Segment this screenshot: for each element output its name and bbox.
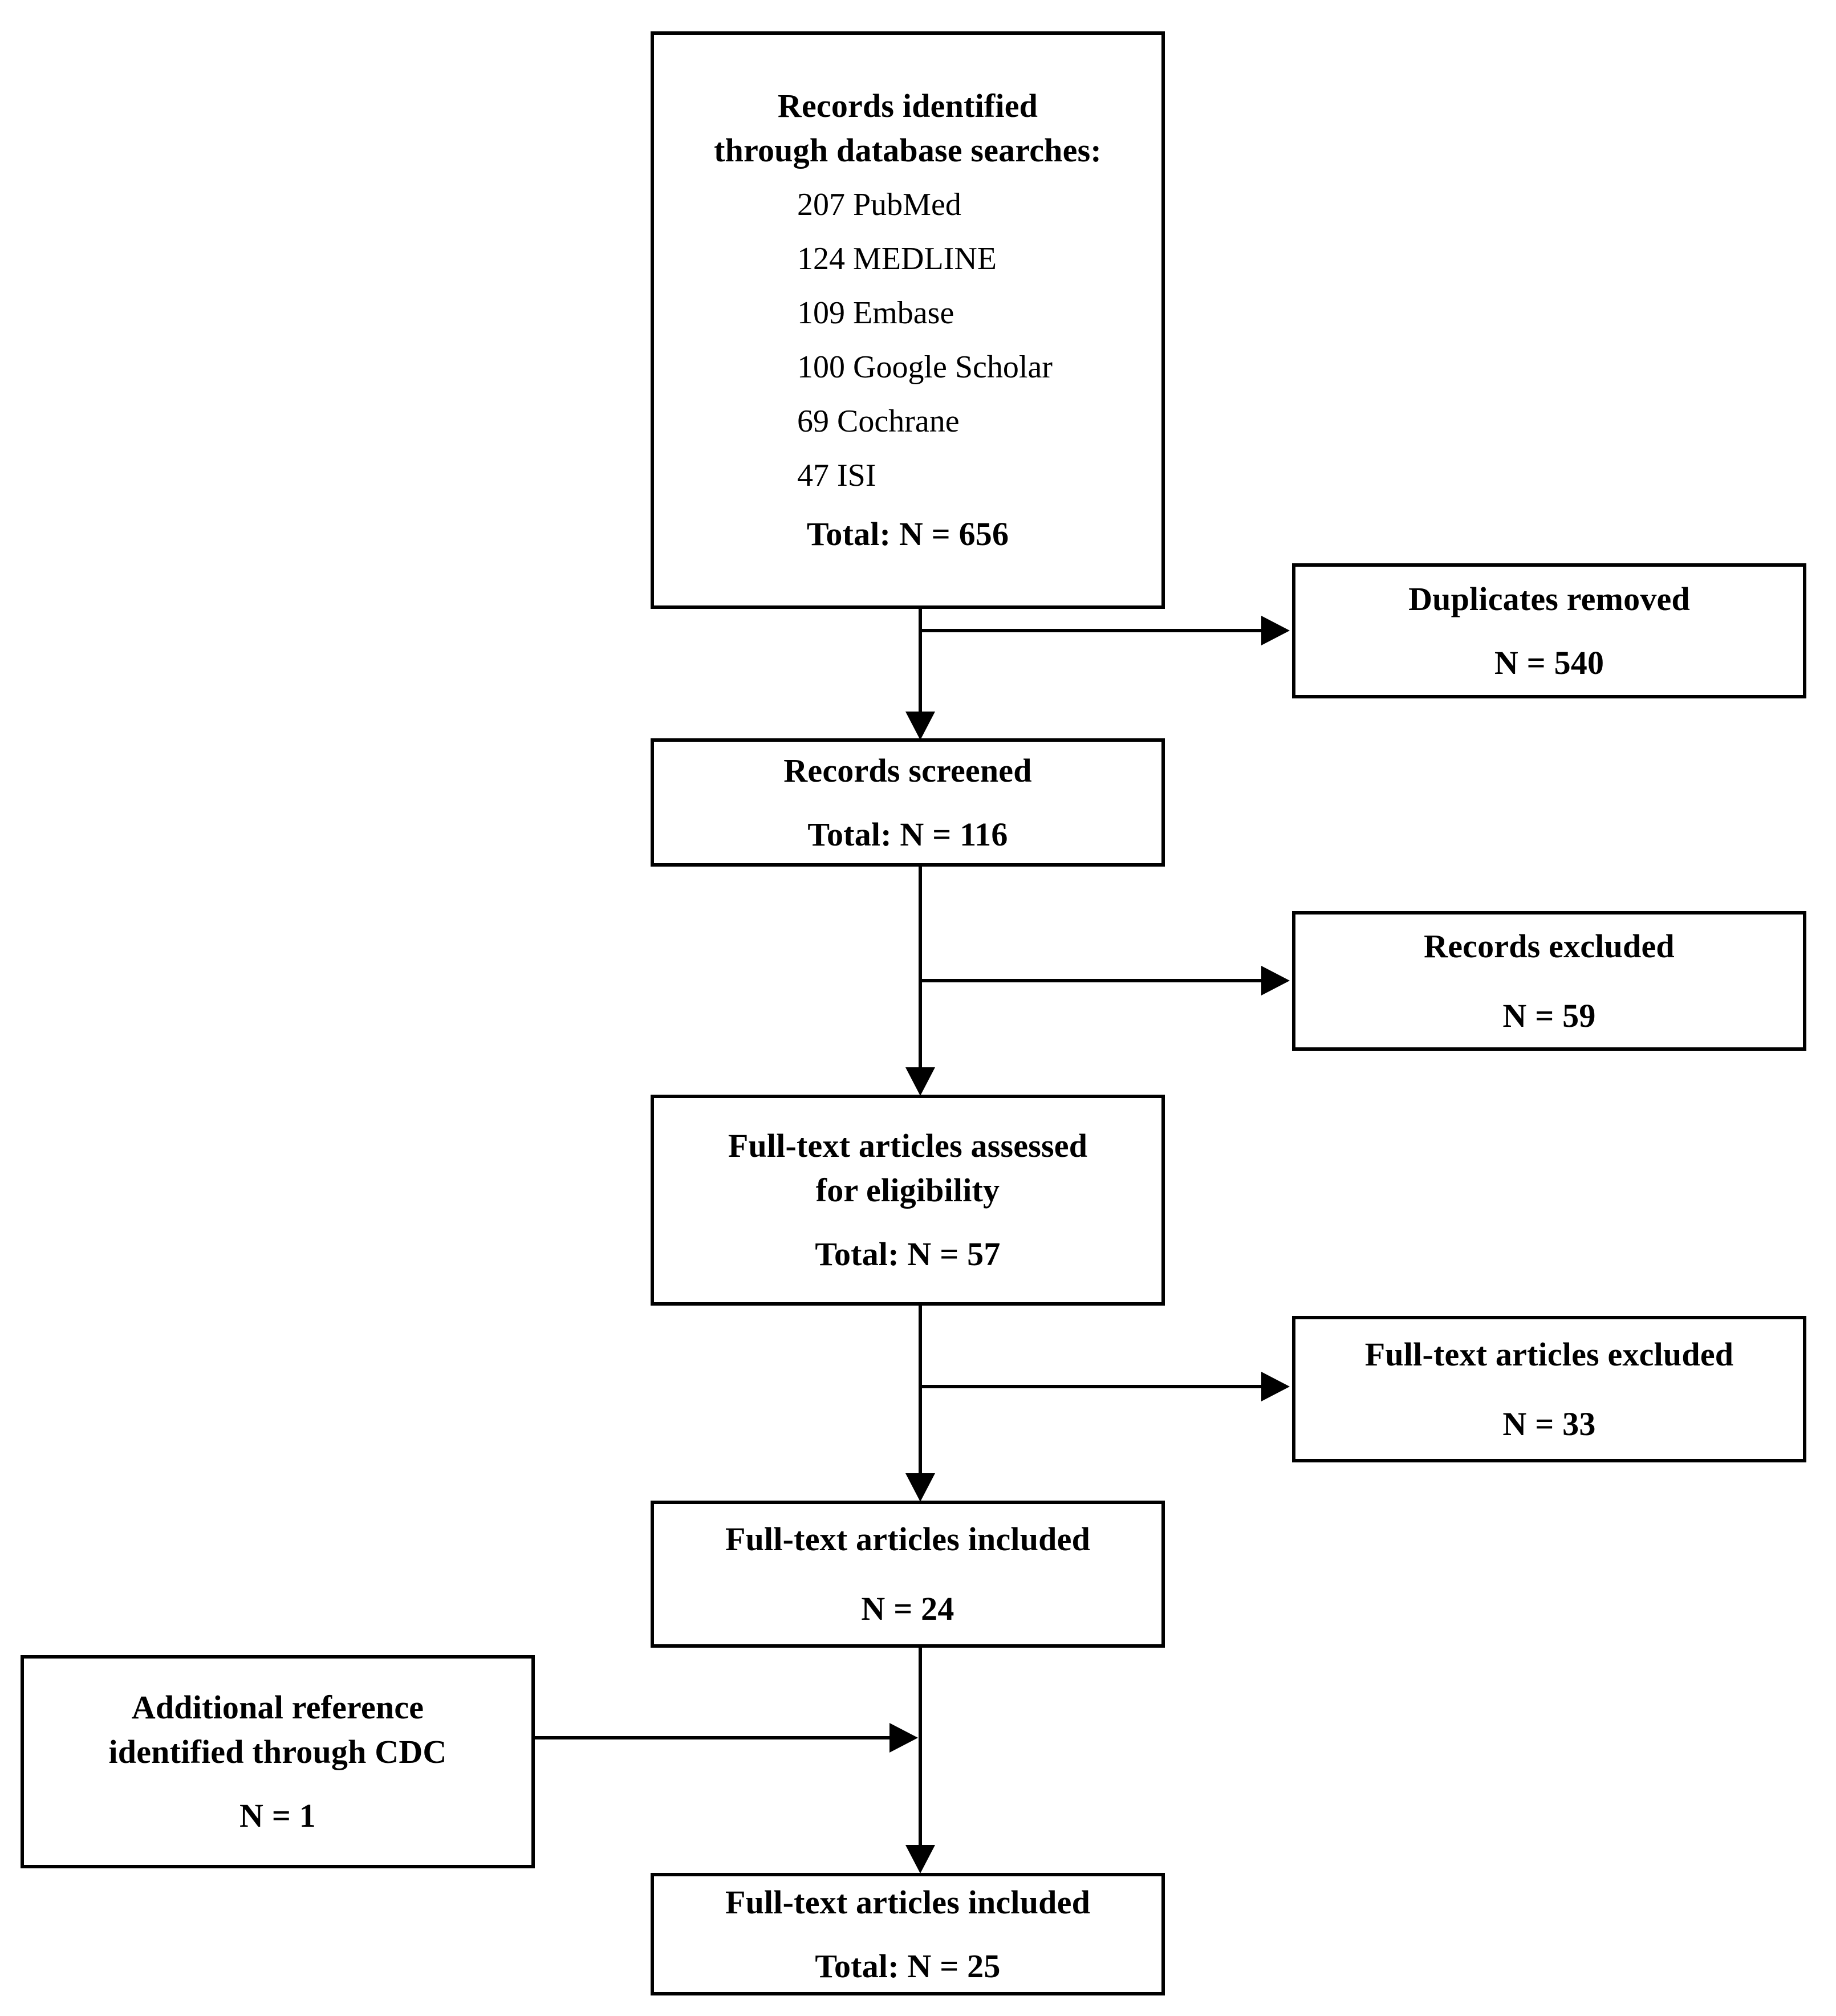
arrowhead-to-records-excluded xyxy=(1261,966,1290,995)
records-screened-total: Total: N = 116 xyxy=(807,815,1008,853)
arrowhead-to-fulltext-included-final xyxy=(905,1845,935,1873)
connector-assessed-trunk xyxy=(919,1306,922,1474)
fulltext-excluded-count: N = 33 xyxy=(1502,1405,1596,1442)
fulltext-included-db-count: N = 24 xyxy=(861,1590,954,1627)
records-excluded-count: N = 59 xyxy=(1502,997,1596,1034)
connector-included-trunk xyxy=(919,1648,922,1846)
source-isi: 47 ISI xyxy=(797,458,876,494)
box-records-screened: Records screened Total: N = 116 xyxy=(651,738,1165,867)
connector-to-duplicates-removed xyxy=(919,629,1264,632)
connector-screened-trunk xyxy=(919,867,922,1068)
additional-reference-count: N = 1 xyxy=(239,1796,316,1834)
records-excluded-heading: Records excluded xyxy=(1424,927,1675,965)
source-embase: 109 Embase xyxy=(797,295,954,331)
additional-reference-heading-line1: Additional reference xyxy=(131,1689,424,1726)
database-source-list: 207 PubMed 124 MEDLINE 109 Embase 100 Go… xyxy=(797,172,1053,497)
arrowhead-to-duplicates-removed xyxy=(1261,616,1290,645)
box-duplicates-removed: Duplicates removed N = 540 xyxy=(1292,563,1806,698)
fulltext-assessed-total: Total: N = 57 xyxy=(815,1235,1001,1273)
records-screened-heading: Records screened xyxy=(783,751,1032,789)
box-additional-reference-cdc: Additional reference identified through … xyxy=(21,1655,535,1868)
source-cochrane: 69 Cochrane xyxy=(797,404,960,440)
connector-to-fulltext-excluded xyxy=(919,1385,1264,1388)
arrowhead-cdc-to-trunk xyxy=(889,1723,918,1753)
fulltext-assessed-heading-line2: for eligibility xyxy=(815,1172,1000,1209)
connector-cdc-to-trunk xyxy=(535,1736,892,1739)
fulltext-excluded-heading: Full-text articles excluded xyxy=(1364,1335,1734,1373)
additional-reference-heading-line2: identified through CDC xyxy=(108,1733,447,1771)
source-google-scholar: 100 Google Scholar xyxy=(797,349,1053,385)
records-identified-total: Total: N = 656 xyxy=(806,515,1009,553)
arrowhead-to-fulltext-assessed xyxy=(905,1067,935,1096)
box-fulltext-excluded: Full-text articles excluded N = 33 xyxy=(1292,1316,1806,1462)
box-fulltext-assessed: Full-text articles assessed for eligibil… xyxy=(651,1095,1165,1306)
source-medline: 124 MEDLINE xyxy=(797,241,997,277)
fulltext-included-final-total: Total: N = 25 xyxy=(815,1947,1001,1985)
fulltext-assessed-heading-line1: Full-text articles assessed xyxy=(728,1127,1088,1165)
arrowhead-to-fulltext-excluded xyxy=(1261,1372,1290,1401)
arrowhead-to-records-screened xyxy=(905,712,935,740)
box-records-excluded: Records excluded N = 59 xyxy=(1292,911,1806,1051)
fulltext-included-final-heading: Full-text articles included xyxy=(725,1883,1091,1921)
box-fulltext-included-db: Full-text articles included N = 24 xyxy=(651,1501,1165,1648)
records-identified-heading-line1: Records identified xyxy=(777,87,1038,124)
connector-identified-trunk xyxy=(919,609,922,713)
records-identified-heading-line2: through database searches: xyxy=(714,131,1102,169)
duplicates-removed-count: N = 540 xyxy=(1494,644,1605,681)
connector-to-records-excluded xyxy=(919,979,1264,982)
arrowhead-to-fulltext-included-db xyxy=(905,1473,935,1502)
source-pubmed: 207 PubMed xyxy=(797,187,961,223)
box-fulltext-included-final: Full-text articles included Total: N = 2… xyxy=(651,1873,1165,1995)
fulltext-included-db-heading: Full-text articles included xyxy=(725,1521,1091,1558)
duplicates-removed-heading: Duplicates removed xyxy=(1408,580,1690,617)
box-records-identified: Records identified through database sear… xyxy=(651,31,1165,609)
